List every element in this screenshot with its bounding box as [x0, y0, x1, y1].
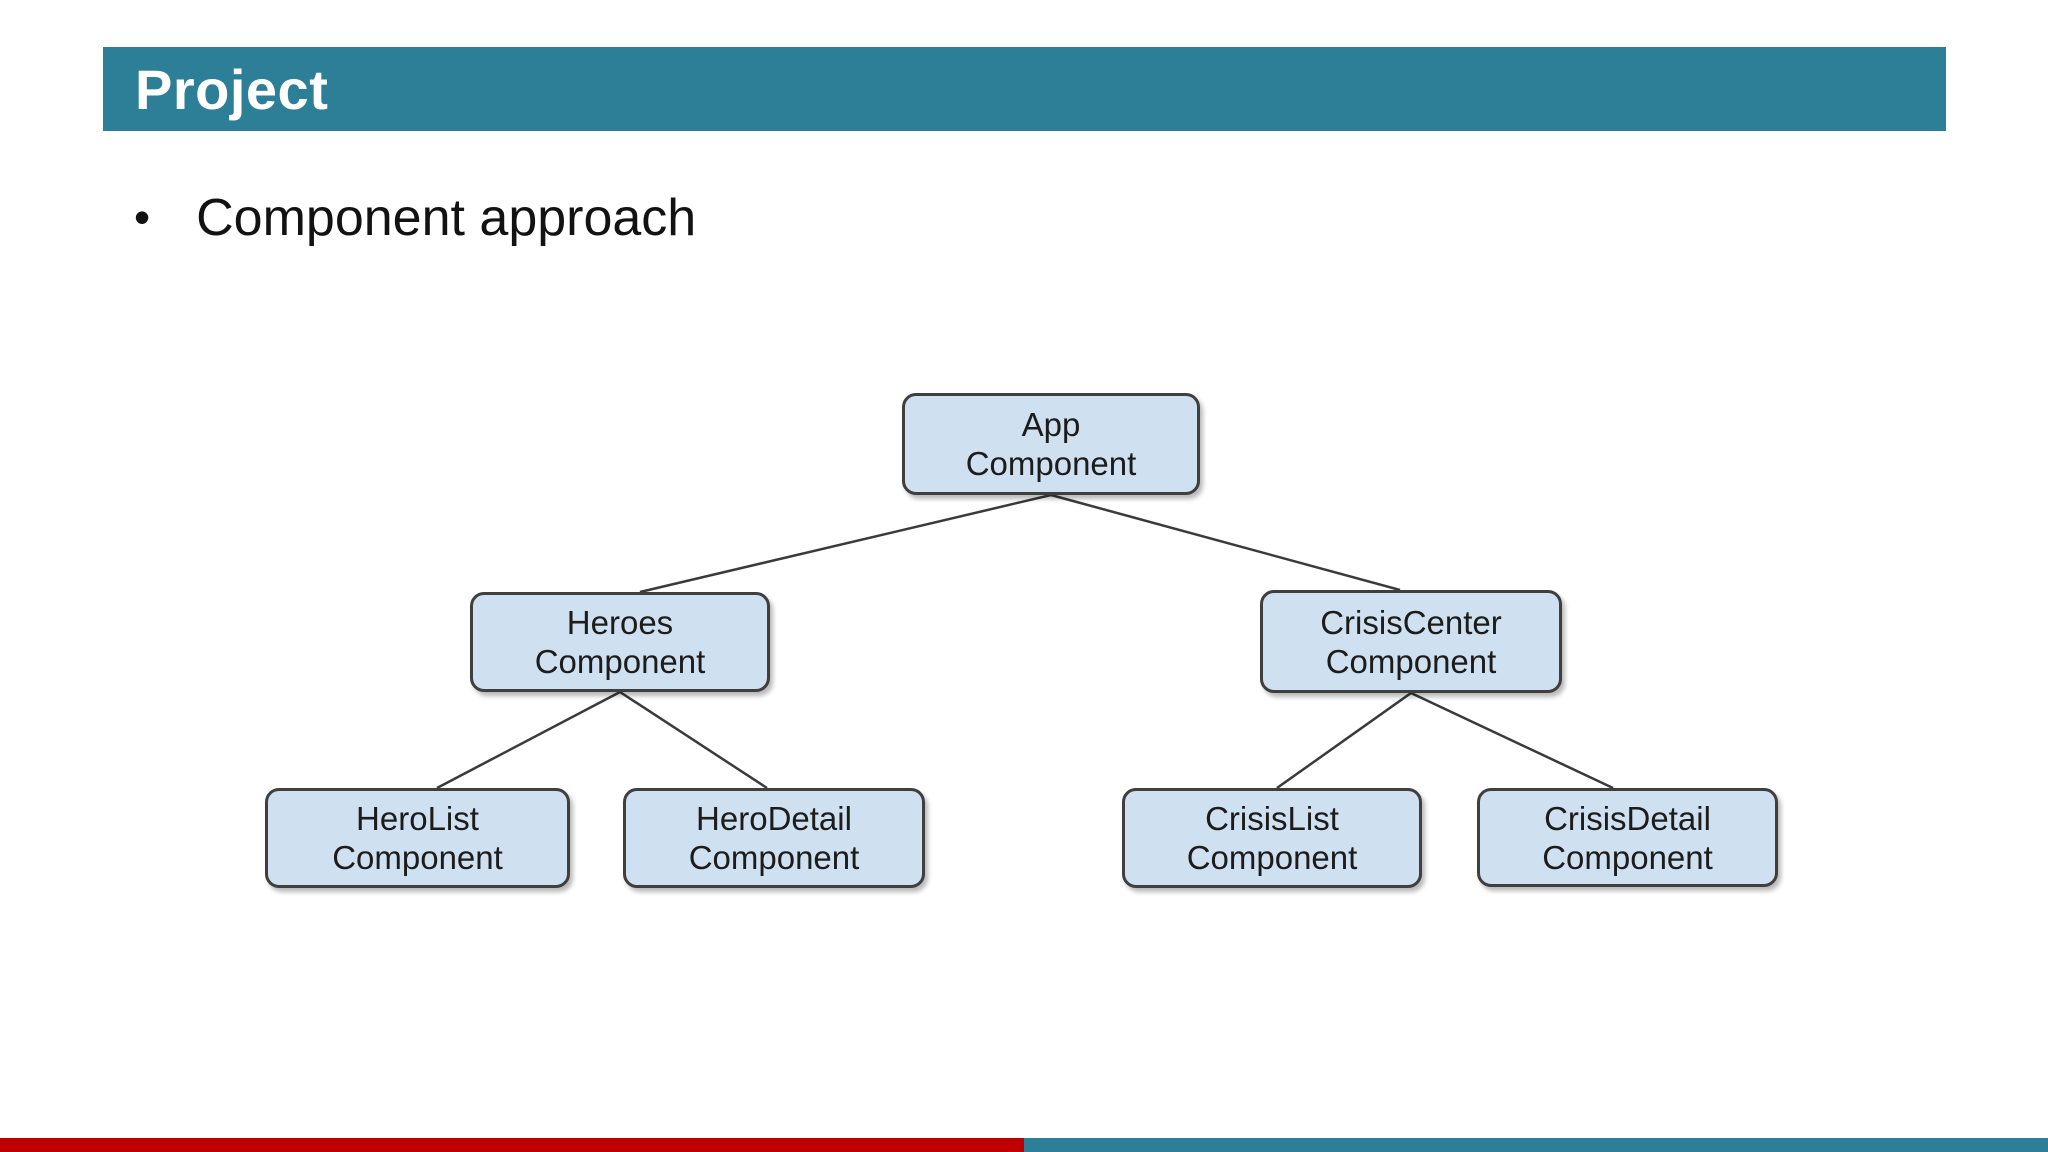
node-herodetail-component: HeroDetail Component	[623, 788, 925, 888]
node-label-line2: Component	[1542, 838, 1713, 876]
node-label-line2: Component	[688, 839, 860, 876]
footer-bar-teal	[1024, 1138, 2048, 1152]
node-label-line2: Component	[1325, 642, 1497, 680]
bullet-marker: •	[134, 191, 151, 243]
edge-crisiscenter-crisisdetail	[1410, 691, 1614, 790]
edge-heroes-herodetail	[619, 690, 768, 790]
node-label-line1: CrisisDetail	[1544, 799, 1711, 837]
bullet-text: Component approach	[196, 189, 697, 247]
edge-heroes-herolist	[436, 690, 621, 790]
node-heroes-component: Heroes Component	[470, 592, 770, 692]
node-label-line1: CrisisList	[1205, 800, 1339, 837]
footer-bar-red	[0, 1138, 1024, 1152]
node-label-line1: CrisisCenter	[1320, 603, 1502, 641]
edge-app-crisiscenter	[1050, 493, 1401, 592]
node-crisislist-component: CrisisList Component	[1122, 788, 1422, 888]
slide-title-bar: Project	[103, 47, 1946, 131]
node-app-component: App Component	[902, 393, 1200, 495]
bullet-item: • Component approach	[134, 186, 696, 250]
edge-app-heroes	[639, 493, 1052, 594]
edge-crisiscenter-crisislist	[1276, 691, 1412, 790]
node-label-line1: HeroList	[356, 800, 479, 837]
node-label-line2: Component	[534, 643, 706, 680]
node-label-line2: Component	[965, 445, 1137, 482]
node-label-line2: Component	[1186, 839, 1358, 876]
node-label-line2: Component	[332, 839, 503, 876]
node-crisiscenter-component: CrisisCenter Component	[1260, 590, 1562, 693]
node-label-line1: HeroDetail	[696, 800, 852, 837]
node-label-line1: App	[1021, 406, 1081, 443]
node-herolist-component: HeroList Component	[265, 788, 570, 888]
node-crisisdetail-component: CrisisDetail Component	[1477, 788, 1778, 887]
slide-title: Project	[135, 57, 329, 121]
node-label-line1: Heroes	[566, 604, 674, 641]
